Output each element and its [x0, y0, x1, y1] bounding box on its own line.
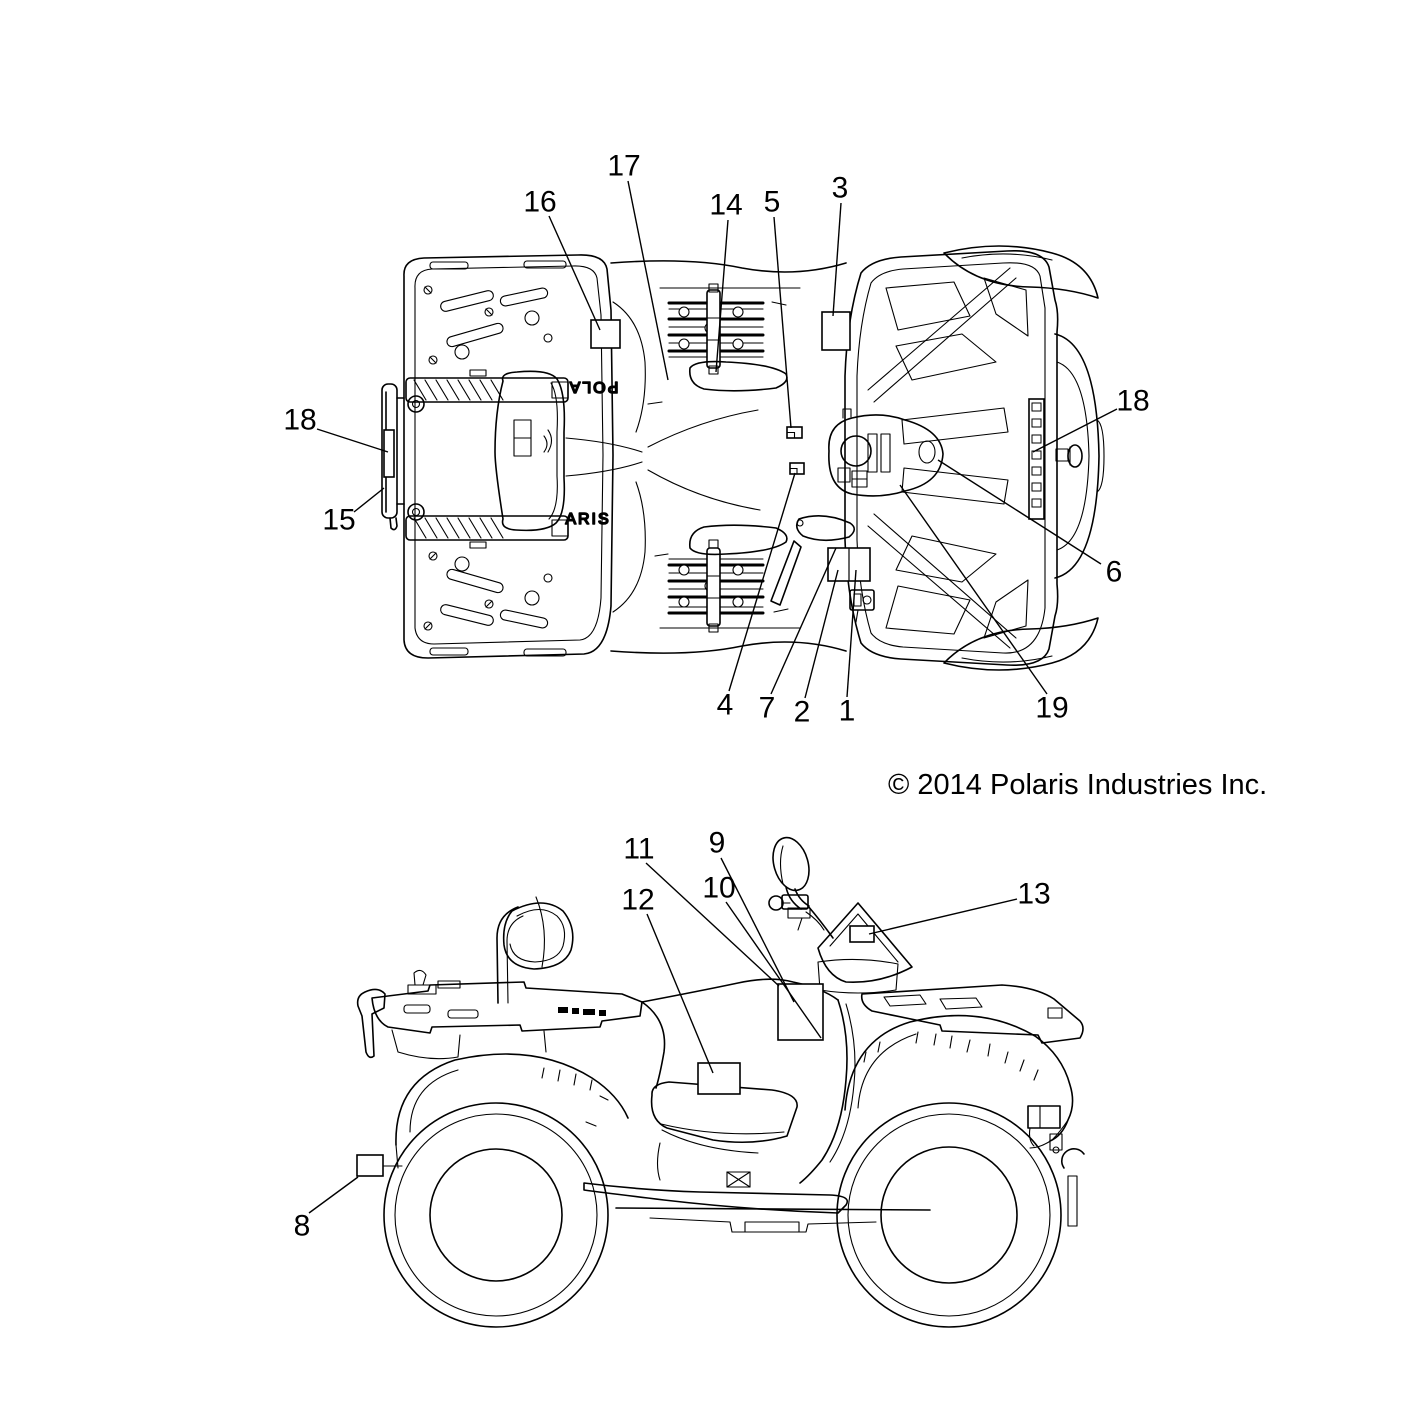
- rear-rack: [403, 254, 614, 659]
- front-fender-side: [844, 1014, 1074, 1149]
- callout-leader-10: [725, 901, 822, 1039]
- front-rack: [844, 250, 1059, 666]
- callout-leader-9: [720, 857, 795, 1003]
- callout-leader-8: [308, 1176, 359, 1214]
- copyright-text: © 2014 Polaris Industries Inc.: [888, 769, 1267, 801]
- running-board: [583, 1129, 931, 1233]
- rear-wheel: [383, 1102, 609, 1328]
- callout-number-9: 9: [709, 827, 726, 860]
- callout-leader-17: [627, 180, 669, 381]
- decal-box: [590, 319, 621, 349]
- callout-leader-15: [353, 487, 385, 513]
- callout-number-6: 6: [1106, 556, 1123, 589]
- callout-number-7: 7: [759, 692, 776, 725]
- callout-leader-2: [804, 569, 839, 699]
- callout-leader-1: [846, 569, 857, 698]
- callout-leader-14: [715, 219, 729, 373]
- front-bumper: [1054, 333, 1105, 579]
- side-view-callouts: 11 9 12 10 13 8: [294, 827, 1051, 1243]
- callout-number-1: 1: [839, 695, 856, 728]
- callout-number-12: 12: [621, 884, 654, 917]
- rear-rack-side: [356, 969, 643, 1060]
- side-view-drawing: [356, 836, 1085, 1328]
- rear-grab-bars: [405, 369, 569, 549]
- decal-tick: [1031, 402, 1042, 412]
- top-view-decals: [383, 311, 1045, 582]
- decal-tick: [1031, 466, 1042, 476]
- radiator-grill-right: [667, 524, 788, 633]
- side-body: [395, 978, 856, 1184]
- decal-box: [821, 311, 851, 351]
- top-view-drawing: POLA ARIS: [381, 245, 1105, 671]
- callout-number-4: 4: [717, 689, 734, 722]
- callout-leader-7: [770, 547, 837, 695]
- decal-tick: [1031, 450, 1042, 460]
- front-wheel: [836, 1102, 1062, 1328]
- decal-box: [697, 1062, 741, 1095]
- decal-tick: [1031, 482, 1042, 492]
- decal-clip-notch: [790, 467, 798, 474]
- decal-clip-notch: [787, 431, 796, 438]
- callout-leader-12: [646, 913, 714, 1074]
- callout-leader-3: [832, 202, 842, 317]
- callout-leader-16: [548, 215, 601, 331]
- body-graphic-rear: POLA: [568, 378, 619, 395]
- callout-number-18: 18: [283, 404, 316, 437]
- callout-number-16: 16: [523, 186, 556, 219]
- windshield: [817, 902, 913, 994]
- callout-number-15: 15: [322, 504, 355, 537]
- body-graphic-front: ARIS: [565, 511, 610, 528]
- decal-box: [849, 925, 875, 943]
- winch-hook: [1049, 1133, 1085, 1227]
- decal-box: [383, 429, 395, 478]
- decal-tick: [1031, 498, 1042, 508]
- callout-leader-13: [868, 898, 1018, 935]
- callout-number-3: 3: [832, 172, 849, 205]
- backrest: [496, 896, 574, 1004]
- decal-tick: [1031, 434, 1042, 444]
- brake-pod: [768, 894, 834, 939]
- callout-number-8: 8: [294, 1210, 311, 1243]
- callout-leader-11: [645, 862, 780, 987]
- front-fenders-top-view: [943, 245, 1099, 671]
- callout-number-10: 10: [702, 872, 735, 905]
- callout-leader-6: [937, 459, 1102, 565]
- decal-tick: [1031, 418, 1042, 428]
- callout-number-17: 17: [607, 150, 640, 183]
- callout-leader-19: [899, 484, 1048, 695]
- handlebar-pod: [828, 408, 944, 497]
- seat-top-view: [494, 370, 566, 532]
- callout-number-18: 18: [1116, 385, 1149, 418]
- callout-number-13: 13: [1017, 878, 1050, 911]
- callout-number-14: 14: [709, 189, 742, 222]
- headlight: [1027, 1105, 1061, 1147]
- callout-leader-18: [1032, 408, 1118, 453]
- callout-number-2: 2: [794, 696, 811, 729]
- brake-lever: [770, 515, 856, 606]
- decal-box: [356, 1154, 384, 1177]
- rack-screws: [423, 285, 553, 631]
- callout-leader-4: [728, 472, 796, 692]
- callout-number-5: 5: [764, 186, 781, 219]
- callout-number-19: 19: [1035, 692, 1068, 725]
- callout-leader-5: [773, 216, 792, 429]
- front-rack-side: [860, 984, 1084, 1044]
- callout-leader-18: [316, 428, 389, 453]
- radiator-grill-left: [667, 283, 788, 392]
- callout-number-11: 11: [623, 833, 654, 866]
- side-view-decals: [356, 925, 875, 1177]
